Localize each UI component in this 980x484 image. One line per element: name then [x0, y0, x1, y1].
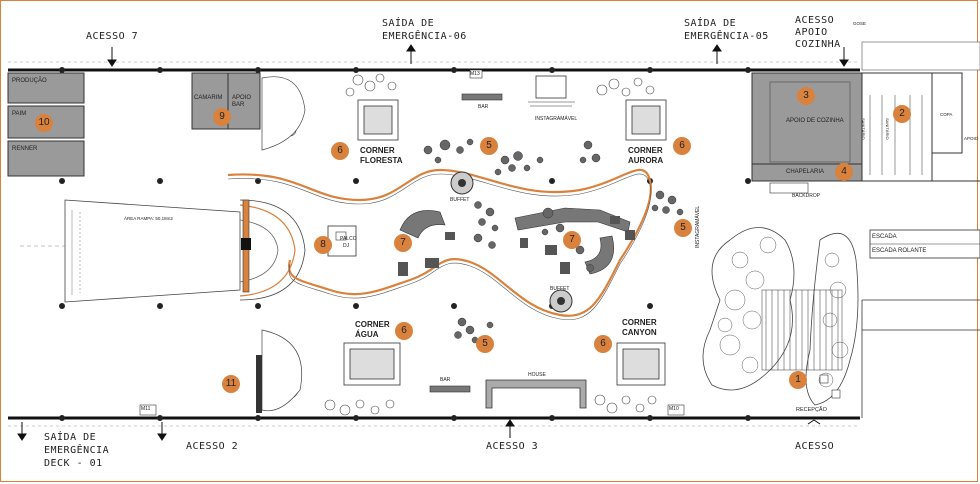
wall-hatch	[256, 355, 262, 413]
label-corner-aurora-1: CORNER	[628, 146, 663, 155]
label-corner-aurora: CORNER AURORA	[628, 146, 663, 166]
label-saida-05-line1: SAÍDA DE	[684, 18, 737, 29]
label-corner-floresta-1: CORNER	[360, 146, 395, 155]
label-acesso-apoio-3: COZINHA	[795, 39, 841, 50]
room-sanitarios	[861, 72, 933, 182]
room-renner	[7, 140, 85, 177]
label-saida-06-line1: SAÍDA DE	[382, 18, 435, 29]
label-house: HOUSE	[528, 372, 546, 378]
label-escada-rolante: ESCADA ROLANTE	[872, 248, 927, 254]
label-copa: COPA	[940, 112, 953, 117]
label-dj: DJ	[343, 243, 350, 249]
label-corner-canyon-2: CANYON	[622, 328, 657, 337]
marker-m1: 1	[789, 371, 807, 389]
label-bar-bottom: BAR	[440, 377, 451, 383]
label-corner-agua: CORNER ÁGUA	[355, 320, 390, 340]
label-acesso-7: ACESSO 7	[86, 31, 139, 42]
bar-top	[461, 93, 503, 101]
label-backdrop: BACKDROP	[792, 193, 821, 199]
garden-entrance	[702, 227, 795, 391]
corner-booths	[343, 99, 667, 386]
house-stage	[485, 379, 587, 409]
label-area-rampa: ÁREA RAMPA: 50,18m2	[124, 216, 173, 221]
label-chapelaria: CHAPELARIA	[786, 169, 825, 175]
label-sanitario-2: SANITÁRIO	[885, 118, 890, 140]
label-renner: RENNER	[12, 146, 38, 152]
label-bar-top: BAR	[478, 104, 489, 110]
label-escada: ESCADA	[872, 234, 897, 240]
label-corner-floresta-2: FLORESTA	[360, 156, 403, 165]
label-instagramavel-side: INSTAGRAMÁVEL	[695, 205, 701, 248]
label-m11: M11	[141, 406, 151, 412]
label-instagramavel-top: INSTAGRAMÁVEL	[535, 116, 578, 122]
label-corner-canyon: CORNER CANYON	[622, 318, 657, 338]
label-corner-agua-1: CORNER	[355, 320, 390, 329]
marker-m6c: 6	[395, 322, 413, 340]
marker-m8: 8	[314, 236, 332, 254]
marker-m2: 2	[893, 105, 911, 123]
instagramavel-booth	[535, 75, 567, 99]
label-m10: M10	[669, 406, 679, 412]
label-buffet-2: BUFFET	[550, 286, 570, 292]
marker-m6b: 6	[673, 137, 691, 155]
label-buffet-1: BUFFET	[450, 197, 470, 203]
marker-m9: 9	[213, 108, 231, 126]
label-apoio-bar-2: BAR	[232, 102, 245, 108]
label-palco: PALCO	[340, 236, 357, 242]
label-deck-line3: DECK - 01	[44, 458, 103, 469]
label-saida-06-line2: EMERGÊNCIA-06	[382, 31, 467, 42]
marker-m6a: 6	[331, 142, 349, 160]
label-corner-agua-2: ÁGUA	[355, 330, 379, 339]
label-corner-canyon-1: CORNER	[622, 318, 657, 327]
ramp-area	[64, 199, 241, 303]
marker-m5b: 5	[674, 219, 692, 237]
label-acesso-apoio-2: APOIO	[795, 27, 828, 38]
marker-m6d: 6	[594, 335, 612, 353]
label-recepcao: RECEPÇÃO	[796, 407, 827, 413]
label-deck-line1: SAÍDA DE	[44, 432, 97, 443]
marker-m11: 11	[222, 375, 240, 393]
marker-m3: 3	[797, 87, 815, 105]
label-apoio-bar-1: APOIO	[232, 95, 252, 101]
marker-m7b: 7	[563, 231, 581, 249]
label-acesso-apoio-1: ACESSO	[795, 15, 835, 26]
label-producao: PRODUÇÃO	[12, 78, 47, 84]
label-deck-line2: EMERGÊNCIA	[44, 445, 110, 456]
room-producao	[7, 72, 85, 104]
marker-m10: 10	[35, 114, 53, 132]
label-corner-aurora-2: AURORA	[628, 156, 664, 165]
label-corner-floresta: CORNER FLORESTA	[360, 146, 403, 166]
marker-m4: 4	[835, 163, 853, 181]
label-acesso: ACESSO	[795, 441, 835, 452]
label-acesso-2: ACESSO 2	[186, 441, 239, 452]
marker-m5a: 5	[480, 137, 498, 155]
room-apoio-bar	[227, 72, 261, 130]
label-paim: PAIM	[12, 111, 27, 117]
circulation-path	[227, 168, 652, 317]
label-gose: GOSE	[853, 21, 867, 26]
marker-m7a: 7	[394, 234, 412, 252]
label-saida-05-line2: EMERGÊNCIA-05	[684, 31, 769, 42]
tree-cluster-center	[423, 138, 684, 344]
label-acesso-3: ACESSO 3	[486, 441, 539, 452]
palco-dj	[327, 225, 357, 257]
label-m13: M13	[470, 71, 480, 77]
bar-bottom	[429, 385, 471, 393]
label-sanitario-1: SANITÁRIO	[861, 118, 866, 140]
label-apoio-right: APOIO	[964, 136, 979, 141]
marker-m5c: 5	[476, 335, 494, 353]
label-apoio-cozinha: APOIO DE COZINHA	[786, 118, 844, 124]
label-camarim: CAMARIM	[194, 95, 223, 101]
